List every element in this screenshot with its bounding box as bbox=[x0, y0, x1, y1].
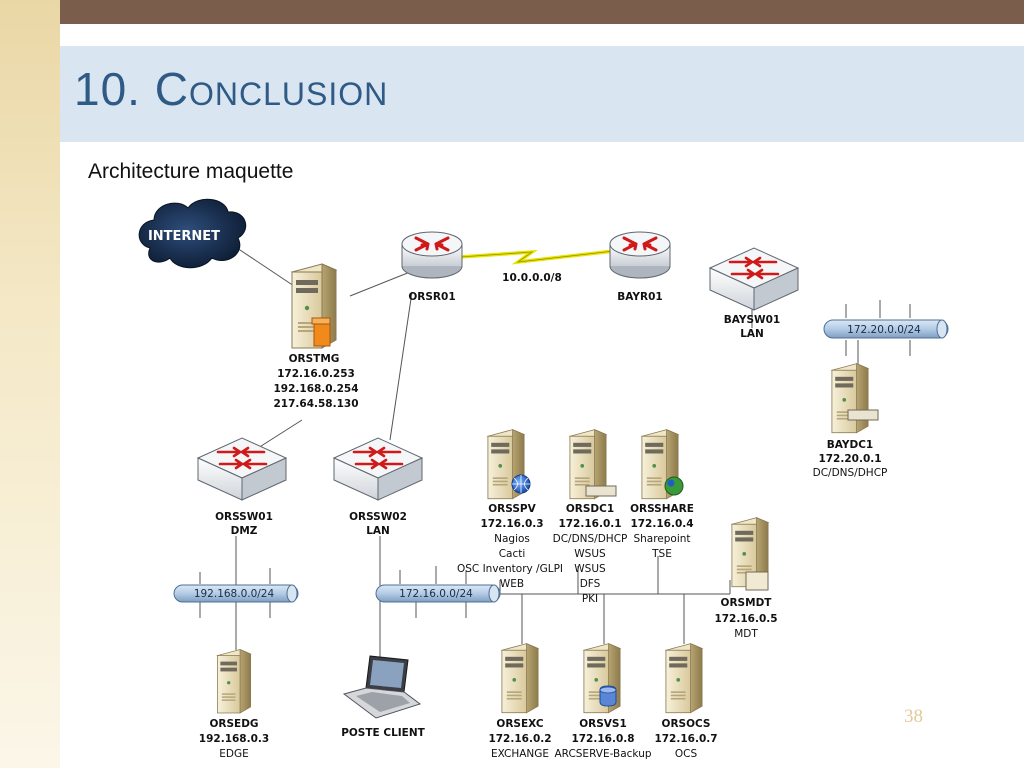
wan-link-bolt bbox=[459, 249, 615, 265]
wan-link-label: 10.0.0.0/8 bbox=[502, 272, 562, 284]
server-ip: 172.16.0.7 bbox=[654, 733, 717, 745]
server-name-orsspv: ORSSPV bbox=[488, 503, 536, 515]
server-ip-line: 217.64.58.130 bbox=[273, 398, 358, 410]
network-label-dmz: 192.168.0.0/24 bbox=[194, 588, 275, 600]
server-role: OCS bbox=[675, 748, 698, 760]
internet-cloud-icon bbox=[138, 198, 247, 269]
switch-label-orssw02: ORSSW02 bbox=[349, 511, 407, 523]
left-accent-bar bbox=[0, 0, 60, 768]
server-name-orsocs: ORSOCS bbox=[662, 718, 711, 730]
network-bus-ors-lan bbox=[375, 584, 501, 603]
server-name-baydc1: BAYDC1 bbox=[827, 439, 873, 451]
switch-role-orssw02: LAN bbox=[366, 525, 390, 537]
switch-label-orssw01: ORSSW01 bbox=[215, 511, 273, 523]
network-label-ors-lan: 172.16.0.0/24 bbox=[399, 588, 473, 600]
firewall-icon bbox=[313, 321, 331, 347]
switch-icon bbox=[332, 436, 424, 502]
server-name-orsedg: ORSEDG bbox=[209, 718, 258, 730]
server-ip: 172.16.0.4 bbox=[630, 518, 693, 530]
slide-title: 10. Conclusion bbox=[74, 62, 388, 116]
storage-drive-icon bbox=[585, 485, 617, 497]
top-bar bbox=[0, 0, 1024, 24]
server-ip: 172.16.0.8 bbox=[571, 733, 634, 745]
server-role: OSC Inventory /GLPI bbox=[457, 563, 563, 575]
laptop-icon bbox=[342, 655, 422, 719]
server-icon bbox=[501, 643, 539, 714]
storage-drive-icon bbox=[847, 409, 879, 421]
server-name-orsshare: ORSSHARE bbox=[630, 503, 694, 515]
server-role: MDT bbox=[734, 628, 758, 640]
server-role: Sharepoint bbox=[633, 533, 690, 545]
server-icon bbox=[665, 643, 703, 714]
server-name-orstmg: ORSTMG bbox=[289, 353, 340, 365]
page-number: 38 bbox=[904, 706, 923, 727]
router-label-bayr01: BAYR01 bbox=[617, 291, 662, 303]
server-ip: 172.16.0.3 bbox=[480, 518, 543, 530]
server-role: WSUS bbox=[574, 548, 606, 560]
server-role: EDGE bbox=[219, 748, 249, 760]
server-role: DC/DNS/DHCP bbox=[813, 467, 888, 479]
title-band bbox=[60, 46, 1024, 142]
switch-role-orssw01: DMZ bbox=[231, 525, 258, 537]
server-icon bbox=[831, 363, 869, 434]
server-name-orsvs1: ORSVS1 bbox=[579, 718, 627, 730]
switch-icon bbox=[196, 436, 288, 502]
router-icon bbox=[400, 230, 464, 280]
server-name-orsexc: ORSEXC bbox=[496, 718, 543, 730]
network-bus-dmz bbox=[173, 584, 299, 603]
server-role: DC/DNS/DHCP bbox=[553, 533, 628, 545]
title-number: 10. bbox=[74, 63, 141, 115]
server-role: WEB bbox=[500, 578, 524, 590]
server-ip-line: 192.168.0.254 bbox=[273, 383, 358, 395]
server-ip: 172.20.0.1 bbox=[818, 453, 881, 465]
title-text: Conclusion bbox=[154, 63, 389, 115]
router-label-orsr01: ORSR01 bbox=[408, 291, 455, 303]
server-role: TSE bbox=[651, 548, 672, 560]
client-label: POSTE CLIENT bbox=[341, 727, 425, 739]
switch-role-baysw01: LAN bbox=[740, 328, 764, 340]
slide-subtitle: Architecture maquette bbox=[88, 160, 294, 183]
server-ip: 172.16.0.2 bbox=[488, 733, 551, 745]
switch-label-baysw01: BAYSW01 bbox=[724, 314, 780, 326]
server-ip: 192.168.0.3 bbox=[199, 733, 269, 745]
server-role: DFS bbox=[580, 578, 601, 590]
server-role: WSUS bbox=[574, 563, 606, 575]
server-ip: 172.16.0.5 bbox=[714, 613, 777, 625]
server-role: Nagios bbox=[494, 533, 530, 545]
globe-icon bbox=[664, 476, 684, 496]
server-role: EXCHANGE bbox=[491, 748, 549, 760]
router-icon bbox=[608, 230, 672, 280]
server-ip: 172.16.0.1 bbox=[558, 518, 621, 530]
server-name-orsdc1: ORSDC1 bbox=[566, 503, 614, 515]
server-role: Cacti bbox=[499, 548, 526, 560]
server-name-orsmdt: ORSMDT bbox=[721, 597, 773, 609]
server-icon bbox=[216, 649, 252, 714]
network-label-bay-lan: 172.20.0.0/24 bbox=[847, 324, 921, 336]
server-role: ARCSERVE-Backup bbox=[554, 748, 651, 760]
switch-icon bbox=[708, 246, 800, 312]
server-ip-line: 172.16.0.253 bbox=[277, 368, 355, 380]
network-bus-bay-lan bbox=[823, 319, 949, 339]
internet-label: INTERNET bbox=[148, 229, 220, 244]
server-role: PKI bbox=[582, 593, 598, 605]
